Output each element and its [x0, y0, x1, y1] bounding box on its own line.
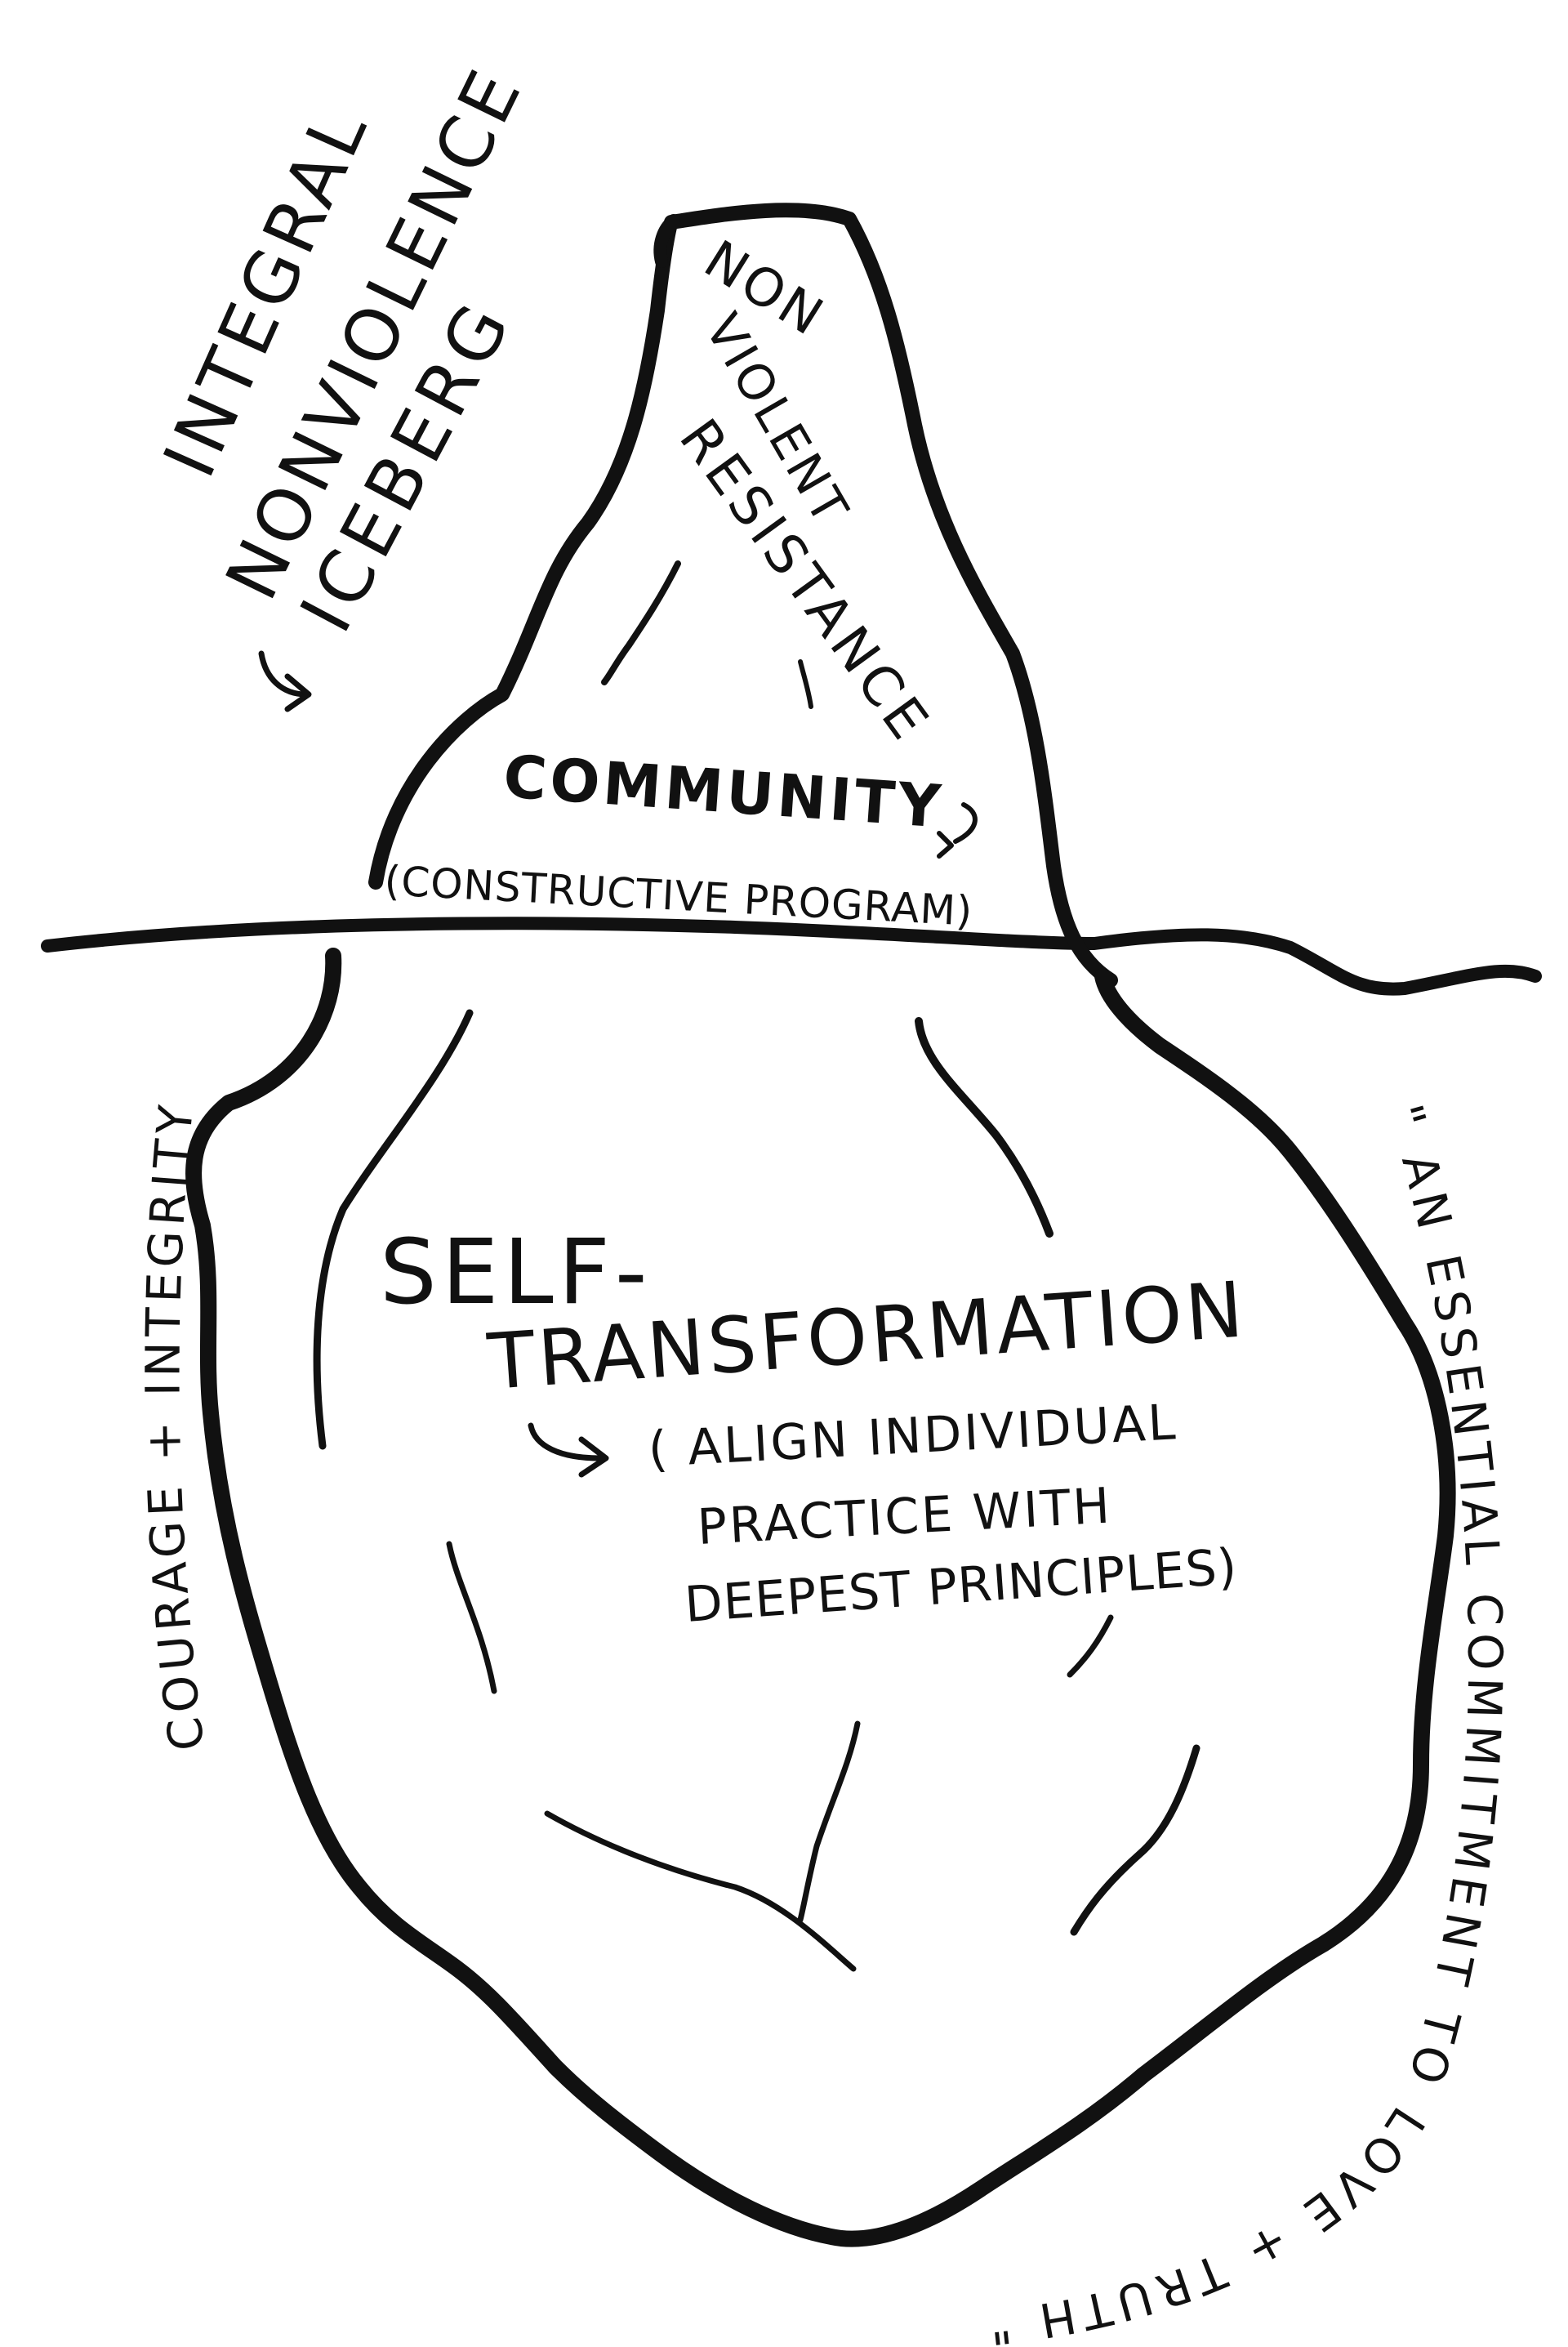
crack-stroke [446, 1541, 497, 1694]
crack-stroke [1067, 1614, 1114, 1678]
crack-stroke [544, 1810, 857, 1972]
self-transformation-line-1: SELF- [380, 1220, 653, 1324]
iceberg-body-outline [185, 948, 1456, 2247]
iceberg-tip-outline-right [664, 203, 1118, 988]
self-transformation-note-1: ( ALIGN INDIVIDUAL [647, 1394, 1179, 1479]
self-transformation-arrow [528, 1422, 604, 1461]
iceberg-tip-outline [368, 220, 677, 890]
crack-stroke [915, 1017, 1054, 1238]
crack-stroke [798, 659, 813, 709]
waterline [41, 917, 1542, 996]
iceberg-tip-top [653, 214, 680, 268]
title-arrow-head [284, 673, 312, 712]
crack-stroke [601, 560, 681, 685]
self-transformation-note-2: PRACTICE WITH [696, 1477, 1113, 1556]
title-arrow [258, 650, 310, 698]
crack-stroke [1070, 1744, 1200, 1936]
community-arrow [953, 802, 978, 844]
community-arrow-head [937, 831, 954, 859]
community-label: COMMUNITY [501, 742, 947, 841]
crack-stroke [797, 1720, 861, 1923]
self-transformation-arrow-head [578, 1436, 609, 1478]
crack-stroke [313, 1009, 474, 1450]
